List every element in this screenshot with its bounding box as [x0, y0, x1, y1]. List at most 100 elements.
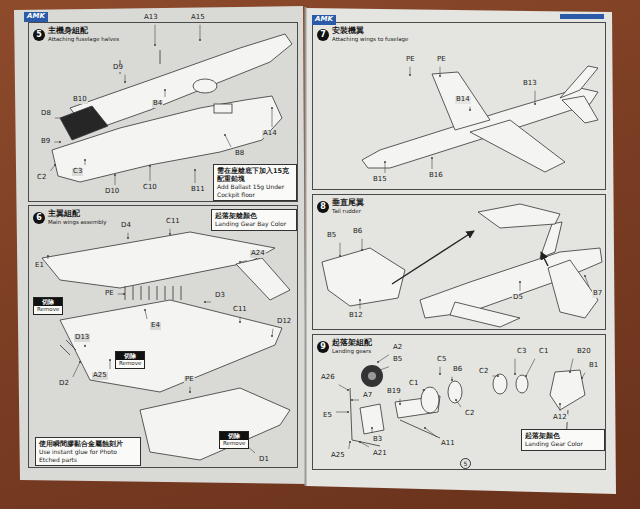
wheel-hub	[368, 372, 376, 380]
leader-line	[440, 67, 441, 76]
leader-dot	[89, 111, 91, 113]
leader-line	[47, 256, 48, 259]
part-number: B5	[392, 356, 403, 364]
leader-line	[380, 367, 389, 370]
part-number: D10	[104, 188, 120, 196]
leader-line	[452, 377, 453, 380]
step-header: 5主機身組配Attaching fuselage halves	[33, 27, 119, 42]
leader-line	[128, 233, 129, 238]
part-number: A11	[440, 440, 456, 448]
part-number: A21	[372, 450, 388, 458]
leader-dot	[164, 89, 166, 91]
leader-dot	[47, 255, 49, 257]
step-header: 6主翼組配Main wings assembly	[33, 210, 107, 225]
part-number: E1	[34, 262, 45, 270]
part-number: B6	[452, 366, 463, 374]
step-number: 5	[33, 29, 45, 41]
part-number: C1	[538, 348, 549, 356]
leader-dot	[359, 441, 361, 443]
leader-dot	[497, 375, 499, 377]
part-number: D5	[512, 294, 524, 302]
step-title: 垂直尾翼Tail rudder	[332, 199, 364, 214]
note-text: 需在座艙底下加入15克配重鉛塊	[217, 167, 293, 183]
leader-dot	[79, 361, 81, 363]
step-title-en: Tail rudder	[332, 208, 364, 215]
leader-dot	[424, 427, 426, 429]
wheel	[361, 365, 383, 387]
leader-line	[360, 442, 369, 447]
leader-dot	[194, 169, 196, 171]
note-text: 使用瞬間膠黏合金屬蝕刻片	[39, 440, 137, 448]
part-number: E5	[322, 412, 333, 420]
part-number: D9	[112, 64, 124, 72]
leader-dot	[351, 399, 353, 401]
leader-line	[272, 329, 273, 336]
note-text: Landing Gear Color	[525, 440, 601, 448]
leader-line	[378, 355, 389, 362]
part-number: B19	[386, 388, 402, 396]
leader-dot	[347, 389, 349, 391]
leader-line	[145, 310, 147, 319]
leader-dot	[371, 427, 373, 429]
leader-dot	[61, 117, 63, 119]
part-number: PE	[104, 290, 115, 298]
leader-dot	[384, 161, 386, 163]
note-text: Landing Gear Bay Color	[215, 220, 293, 228]
leader-line	[526, 359, 535, 376]
leader-dot	[361, 249, 363, 251]
leader-dot	[423, 389, 425, 391]
leader-dot	[439, 373, 441, 375]
step-header: 9起落架組配Landing gears	[317, 339, 372, 354]
leader-dot	[114, 174, 116, 176]
part-number: A15	[190, 14, 206, 22]
part-number: B9	[40, 138, 51, 146]
part-number: A2	[392, 344, 403, 352]
remove-text: 切除	[116, 352, 144, 360]
leader-line	[225, 135, 231, 147]
leader-line	[470, 107, 471, 110]
logo-text: AMK	[24, 12, 48, 22]
assembly-arrow	[392, 231, 474, 284]
part-number: B20	[576, 348, 592, 356]
part-number: B13	[522, 80, 538, 88]
step-panel: 7安裝機翼Attaching wings to fuselage	[312, 22, 606, 190]
part-number: A25	[92, 372, 108, 380]
step-title-zh: 垂直尾翼	[332, 199, 364, 208]
step-title-en: Landing gears	[332, 348, 372, 355]
leader-line	[352, 400, 359, 401]
part-number: C3	[516, 348, 527, 356]
leader-dot	[189, 391, 191, 393]
note-box: 需在座艙底下加入15克配重鉛塊Add Ballast 15g Under Coc…	[213, 164, 297, 201]
leader-dot	[224, 134, 226, 136]
part-number: D4	[120, 222, 132, 230]
leader-dot	[169, 233, 171, 235]
leader-dot	[569, 371, 571, 373]
leader-line	[125, 75, 126, 82]
part-number: B5	[326, 232, 337, 240]
leader-line	[432, 158, 433, 169]
leader-line	[54, 142, 60, 143]
leader-dot	[144, 309, 146, 311]
leader-dot	[359, 299, 361, 301]
leader-line	[272, 108, 273, 127]
leader-line	[492, 376, 498, 377]
leader-line	[110, 360, 111, 369]
leader-line	[362, 239, 363, 250]
leader-line	[55, 118, 62, 119]
leader-line	[115, 175, 116, 185]
leader-line	[520, 282, 521, 291]
leader-line	[410, 67, 411, 75]
part-number: C11	[232, 306, 248, 314]
part-number: C2	[464, 410, 475, 418]
leader-line	[585, 276, 589, 287]
header-band	[560, 14, 604, 19]
leader-dot	[534, 103, 536, 105]
leader-line	[205, 302, 211, 303]
leader-line	[195, 170, 196, 183]
leader-dot	[127, 237, 129, 239]
part-number: C2	[478, 368, 489, 376]
leader-line	[85, 345, 86, 346]
part-number: D13	[74, 334, 90, 342]
leader-line	[339, 385, 348, 390]
